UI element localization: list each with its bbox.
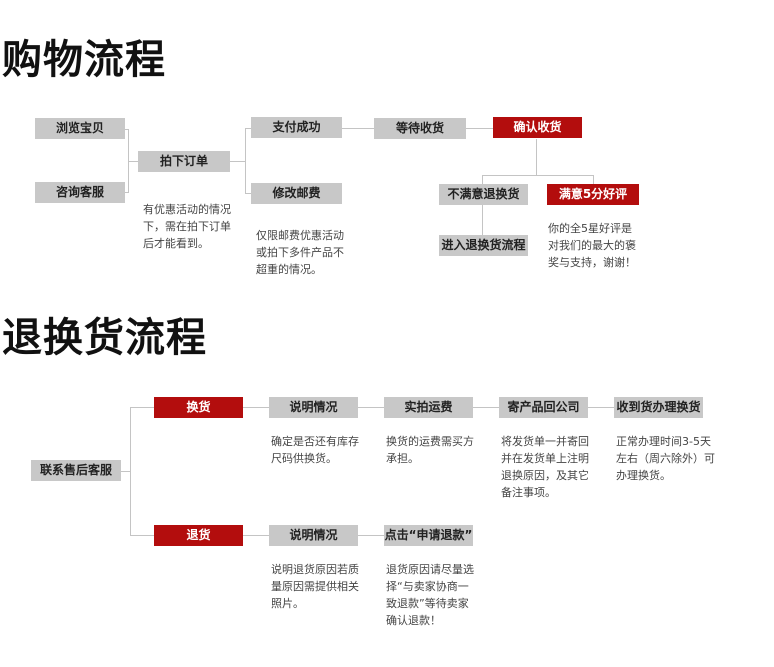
- step-modify-shipping: 修改邮费: [251, 183, 342, 204]
- connector: [473, 407, 499, 408]
- step-order: 拍下订单: [138, 151, 230, 172]
- send-back-note: 将发货单一并寄回 并在发货单上注明 退换原因，及其它 备注事项。: [501, 435, 589, 499]
- connector: [482, 175, 594, 176]
- step-exchange-explain: 说明情况: [269, 397, 358, 418]
- connector: [358, 535, 384, 536]
- step-photo-fee: 实拍运费: [384, 397, 473, 418]
- step-contact-support: 联系售后客服: [31, 460, 121, 481]
- connector: [130, 407, 131, 536]
- shipping-note: 仅限邮费优惠活动 或拍下多件产品不 超重的情况。: [256, 229, 344, 276]
- step-consult: 咨询客服: [35, 182, 125, 203]
- step-enter-return: 进入退换货流程: [439, 235, 528, 256]
- connector: [243, 407, 269, 408]
- step-apply-refund: 点击“申请退款”: [384, 525, 473, 546]
- connector: [482, 175, 483, 184]
- step-unsatisfied: 不满意退换货: [439, 184, 528, 205]
- connector: [130, 407, 154, 408]
- step-send-back: 寄产品回公司: [499, 397, 588, 418]
- photo-fee-note: 换货的运费需买方 承担。: [386, 435, 474, 465]
- connector: [342, 128, 374, 129]
- step-refund-explain: 说明情况: [269, 525, 358, 546]
- connector: [245, 193, 251, 194]
- connector: [130, 535, 154, 536]
- step-confirm: 确认收货: [493, 117, 582, 138]
- step-paid: 支付成功: [251, 117, 342, 138]
- returns-title: 退换货流程: [2, 315, 207, 361]
- step-exchange: 换货: [154, 397, 243, 418]
- refund-explain-note: 说明退货原因若质 量原因需提供相关 照片。: [271, 563, 359, 610]
- step-await: 等待收货: [374, 118, 466, 139]
- step-browse: 浏览宝贝: [35, 118, 125, 139]
- receive-note: 正常办理时间3-5天 左右（周六除外）可 办理换货。: [616, 435, 715, 482]
- connector: [125, 192, 128, 193]
- apply-refund-note: 退货原因请尽量选 择“与卖家协商一 致退款”等待卖家 确认退款！: [386, 563, 474, 627]
- connector: [466, 128, 493, 129]
- step-refund: 退货: [154, 525, 243, 546]
- step-receive: 收到货办理换货: [614, 397, 703, 418]
- connector: [125, 129, 128, 130]
- satisfied-note: 你的全5星好评是 对我们的最大的褒 奖与支持，谢谢！: [548, 222, 636, 269]
- exchange-explain-note: 确定是否还有库存 尺码供换货。: [271, 435, 359, 465]
- connector: [245, 128, 246, 194]
- purchase-title: 购物流程: [2, 37, 166, 83]
- connector: [588, 407, 614, 408]
- connector: [128, 161, 138, 162]
- connector: [121, 471, 130, 472]
- connector: [536, 139, 537, 175]
- connector: [593, 175, 594, 184]
- step-satisfied: 满意5分好评: [547, 184, 639, 205]
- connector: [243, 535, 269, 536]
- connector: [482, 205, 483, 235]
- order-note: 有优惠活动的情况 下，需在拍下订单 后才能看到。: [143, 203, 231, 250]
- connector: [358, 407, 384, 408]
- connector: [230, 161, 245, 162]
- connector: [245, 128, 251, 129]
